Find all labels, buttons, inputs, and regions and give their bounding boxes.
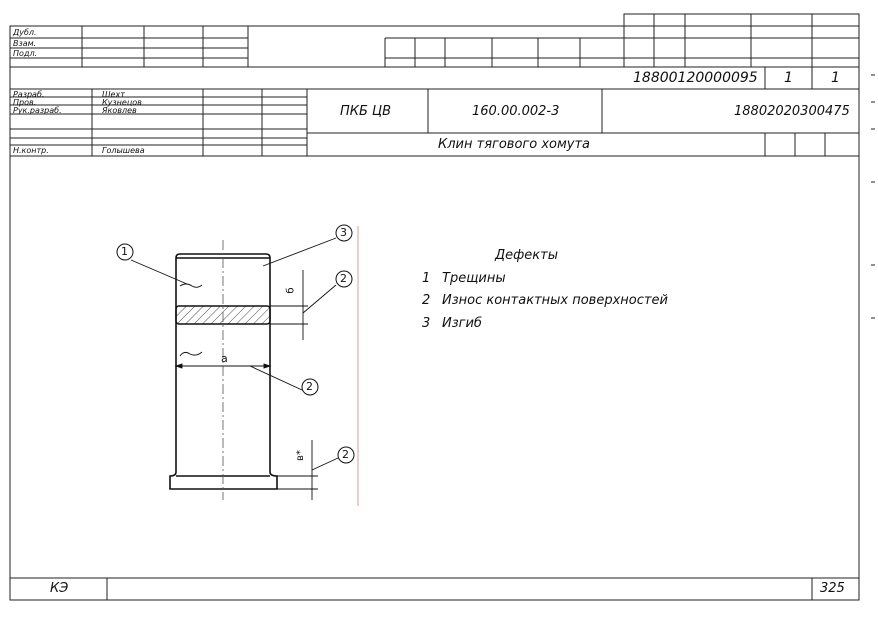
organization: ПКБ ЦВ — [340, 104, 392, 119]
stamp-label-dubl: Дубл. — [13, 28, 37, 37]
doc-type: КЭ — [50, 581, 69, 596]
defect-num-3: 3 — [422, 316, 431, 331]
callout-1: 1 — [121, 245, 128, 258]
stamp-label-podl: Подл. — [13, 49, 38, 58]
sig-role-razrab: Разраб. — [13, 90, 45, 99]
defect-num-2: 2 — [422, 293, 431, 308]
classification-code: 18802020300475 — [734, 104, 850, 119]
sig-role-prov: Пров. — [13, 98, 37, 107]
dimension-v-label: в* — [294, 450, 306, 461]
page-number: 325 — [820, 581, 845, 596]
sig-role-ruk: Рук.разраб. — [13, 106, 62, 115]
sig-name-ruk: Яковлев — [102, 106, 137, 115]
dimension-a-label: а — [221, 352, 228, 365]
part-name: Клин тягового хомута — [438, 137, 591, 152]
designation: 160.00.002-3 — [472, 104, 560, 119]
callout-2a: 2 — [340, 272, 347, 285]
sig-name-nkontr: Голышева — [102, 146, 145, 155]
sheets-total: 1 — [831, 70, 840, 86]
sig-name-prov: Кузнецов — [102, 98, 142, 107]
sig-name-razrab: Шехт — [102, 90, 125, 99]
callout-2b: 2 — [306, 380, 313, 393]
defects-heading: Дефекты — [495, 248, 558, 263]
dimension-b-label: б — [285, 287, 297, 294]
defect-text-1: Трещины — [442, 271, 506, 286]
sig-role-nkontr: Н.контр. — [13, 146, 49, 155]
defect-text-2: Износ контактных поверхностей — [442, 293, 668, 308]
callout-2c: 2 — [342, 448, 349, 461]
sheet-number: 1 — [784, 70, 793, 86]
defect-num-1: 1 — [422, 271, 431, 286]
defect-text-3: Изгиб — [442, 316, 482, 331]
stamp-label-vzam: Взам. — [13, 39, 37, 48]
doc-code: 18800120000095 — [633, 70, 758, 86]
callout-3: 3 — [340, 226, 347, 239]
